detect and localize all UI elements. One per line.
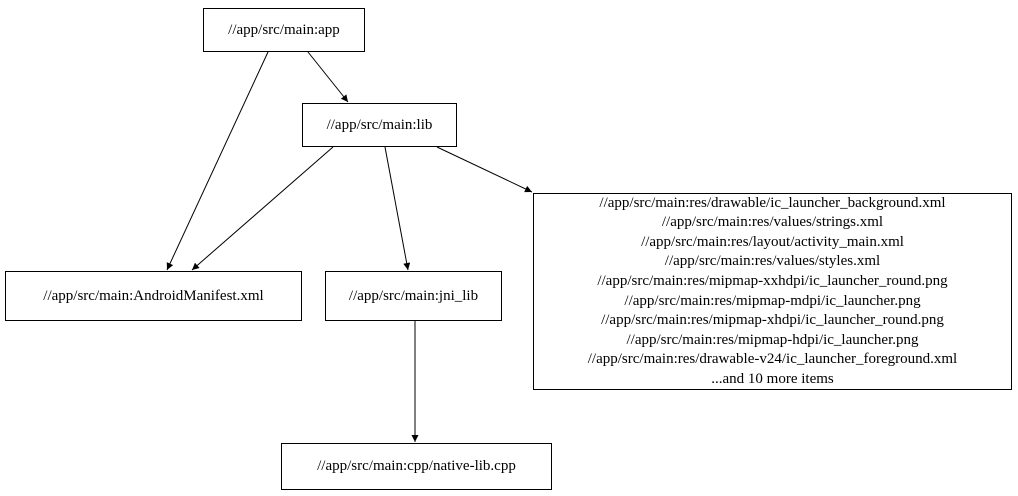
node-jni-lib-label: //app/src/main:jni_lib xyxy=(348,287,479,304)
resource-line: //app/src/main:res/mipmap-xhdpi/ic_launc… xyxy=(601,312,944,329)
node-resources-group: //app/src/main:res/drawable/ic_launcher_… xyxy=(533,193,1012,390)
edge-lib-to-manifest xyxy=(191,146,334,271)
edge-lib-to-jni-lib xyxy=(384,146,411,271)
resource-line: //app/src/main:res/values/strings.xml xyxy=(661,214,884,231)
node-app-label: //app/src/main:app xyxy=(228,21,340,38)
resource-line: //app/src/main:res/values/styles.xml xyxy=(664,253,881,270)
edge-app-to-lib xyxy=(307,51,349,103)
node-native-lib-cpp: //app/src/main:cpp/native-lib.cpp xyxy=(281,443,552,490)
resource-line: //app/src/main:res/drawable-v24/ic_launc… xyxy=(587,351,958,368)
node-native-lib-cpp-label: //app/src/main:cpp/native-lib.cpp xyxy=(317,458,516,474)
edge-app-to-manifest xyxy=(166,51,269,271)
resource-line: //app/src/main:res/mipmap-xxhdpi/ic_laun… xyxy=(597,272,948,289)
node-lib: //app/src/main:lib xyxy=(302,103,457,147)
resource-line: //app/src/main:res/mipmap-mdpi/ic_launch… xyxy=(624,292,921,309)
resource-line-more-items: ...and 10 more items xyxy=(711,370,834,387)
node-app: //app/src/main:app xyxy=(203,8,365,52)
resource-line: //app/src/main:res/drawable/ic_launcher_… xyxy=(599,194,946,211)
resource-line: //app/src/main:res/layout/activity_main.… xyxy=(641,233,904,250)
node-android-manifest: //app/src/main:AndroidManifest.xml xyxy=(5,271,302,321)
node-lib-label: //app/src/main:lib xyxy=(326,116,433,133)
node-android-manifest-label: //app/src/main:AndroidManifest.xml xyxy=(43,287,264,304)
edge-lib-to-resources xyxy=(436,146,533,193)
resource-line: //app/src/main:res/mipmap-hdpi/ic_launch… xyxy=(626,331,919,348)
node-jni-lib: //app/src/main:jni_lib xyxy=(325,271,502,321)
